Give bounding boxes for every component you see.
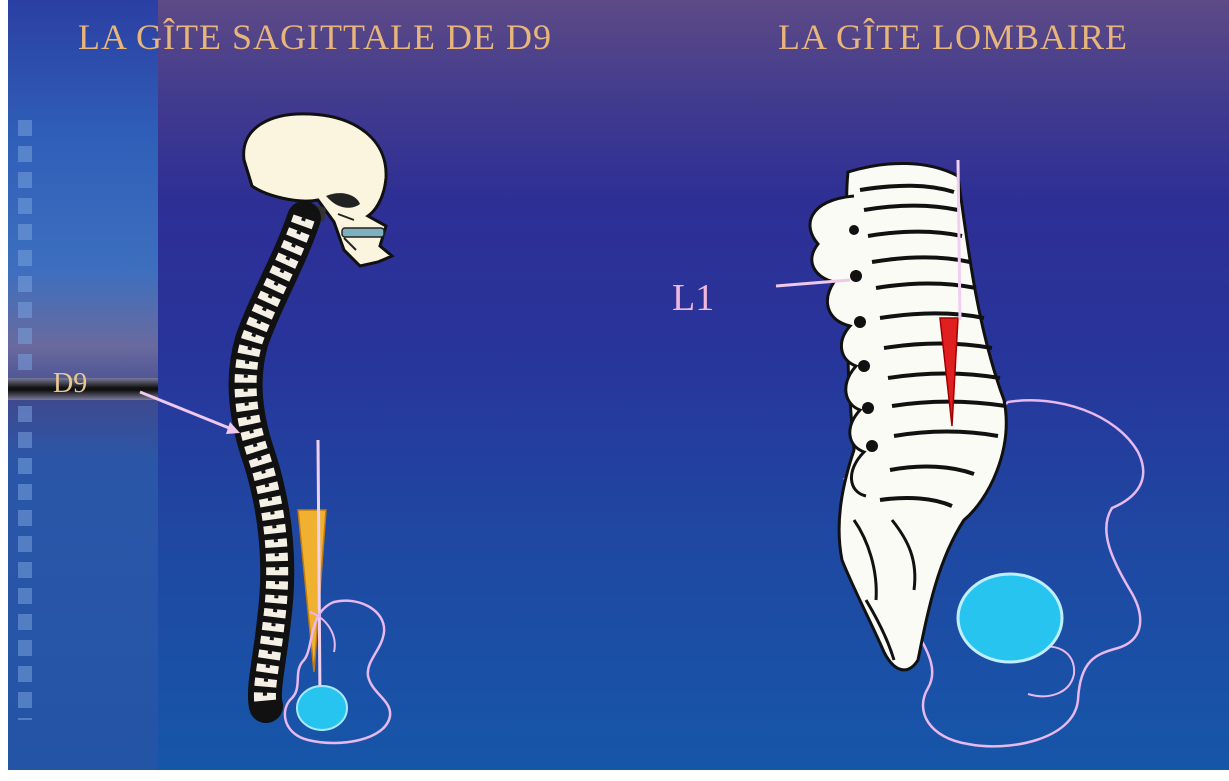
spine-illustrations [8, 0, 1229, 770]
gite-wedge-yellow [298, 510, 326, 672]
d9-pointer-arrow [140, 392, 234, 430]
plumb-line-right [958, 160, 960, 320]
femoral-head-right [958, 574, 1062, 662]
pelvis-left [285, 601, 390, 743]
skull [244, 114, 392, 266]
femoral-head-left [297, 686, 347, 730]
spinal-column [246, 218, 304, 706]
d9-label: D9 [53, 368, 87, 400]
plumb-line-left [318, 440, 320, 700]
diagram-slide: LA GÎTE SAGITTALE DE D9 LA GÎTE LOMBAIRE [8, 0, 1229, 770]
l1-label: L1 [672, 276, 714, 320]
